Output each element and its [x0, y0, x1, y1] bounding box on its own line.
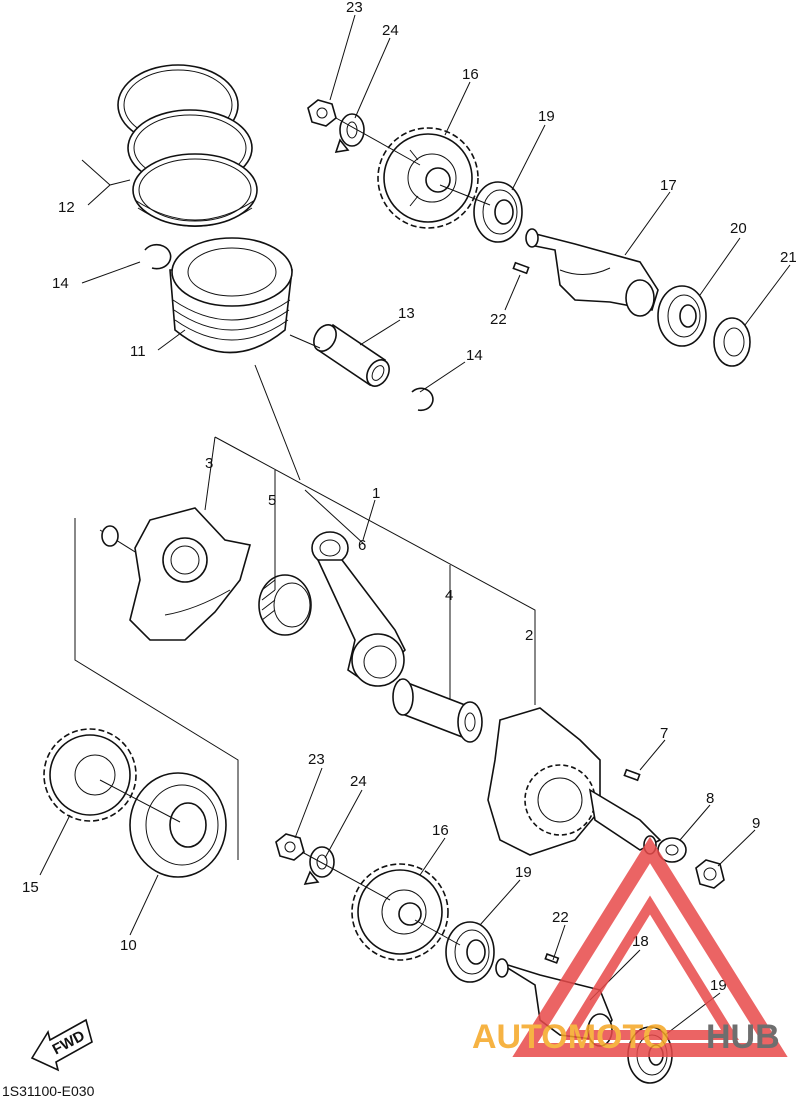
watermark-brand-b: HUB — [706, 1018, 780, 1056]
callout-19-lower: 19 — [515, 864, 532, 881]
callout-2: 2 — [525, 627, 533, 644]
callout-23-upper: 23 — [346, 0, 363, 16]
leader-lines — [39, 14, 791, 1036]
callout-5: 5 — [268, 492, 276, 509]
key-right — [623, 768, 641, 782]
circlip-lower — [411, 387, 434, 412]
callout-17: 17 — [660, 177, 677, 194]
callout-15: 15 — [22, 879, 39, 896]
piston-pin — [313, 323, 390, 387]
piston-rings — [117, 64, 258, 227]
bearing-upper — [473, 181, 523, 243]
callout-14-lower: 14 — [466, 347, 483, 364]
crank-half-upper — [525, 228, 659, 317]
bearing-left — [129, 772, 227, 878]
connecting-rod — [311, 531, 406, 687]
callout-23-lower: 23 — [308, 751, 325, 768]
key-upper — [512, 261, 530, 275]
callout-21: 21 — [780, 249, 797, 266]
callout-7: 7 — [660, 725, 668, 742]
callout-8: 8 — [706, 790, 714, 807]
callout-22-upper: 22 — [490, 311, 507, 328]
crank-pin — [392, 678, 483, 743]
callout-11: 11 — [130, 343, 146, 360]
needle-bearing — [258, 574, 312, 636]
callout-13: 13 — [398, 305, 415, 322]
watermark: AUTOMOTO HUB — [472, 836, 788, 1057]
callout-labels: 23 24 16 19 17 20 21 12 14 22 13 11 14 3… — [22, 0, 797, 994]
gear-upper — [377, 127, 479, 229]
piston — [169, 237, 293, 354]
lock-washer-lower — [303, 846, 335, 886]
nut-upper — [307, 99, 337, 127]
callout-19-bottom: 19 — [710, 977, 727, 994]
nut-lower — [275, 833, 305, 861]
watermark-brand-a: AUTOMOTO — [472, 1018, 669, 1056]
callout-20: 20 — [730, 220, 747, 237]
crank-right — [487, 707, 662, 856]
callout-9: 9 — [752, 815, 760, 832]
callout-1: 1 — [372, 485, 380, 502]
fwd-arrow-icon: FWD — [30, 1018, 93, 1072]
callout-16-upper: 16 — [462, 66, 479, 83]
gear-lower — [351, 863, 449, 961]
key-lower — [544, 953, 560, 964]
callout-16-lower: 16 — [432, 822, 449, 839]
assembly-lines — [74, 117, 536, 946]
callout-22-lower: 22 — [552, 909, 569, 926]
bearing-right-upper — [657, 285, 707, 347]
circlip-upper — [144, 243, 172, 270]
callout-14-upper: 14 — [52, 275, 69, 292]
callout-10: 10 — [120, 937, 137, 954]
crank-left — [99, 507, 252, 641]
callout-19-upper: 19 — [538, 108, 555, 125]
callout-4: 4 — [445, 587, 453, 604]
callout-3: 3 — [205, 455, 213, 472]
lock-washer-upper — [334, 113, 365, 154]
callout-24-upper: 24 — [382, 22, 399, 39]
gear-left — [43, 728, 137, 822]
callout-18: 18 — [632, 933, 649, 950]
callout-24-lower: 24 — [350, 773, 367, 790]
callout-12: 12 — [58, 199, 75, 216]
watermark-logo-icon — [512, 836, 788, 1057]
oil-seal — [713, 317, 751, 367]
diagram-code: 1S31100-E030 — [2, 1083, 95, 1099]
bearing-lower — [445, 921, 495, 983]
nut-right — [695, 859, 725, 889]
callout-6: 6 — [358, 537, 366, 554]
